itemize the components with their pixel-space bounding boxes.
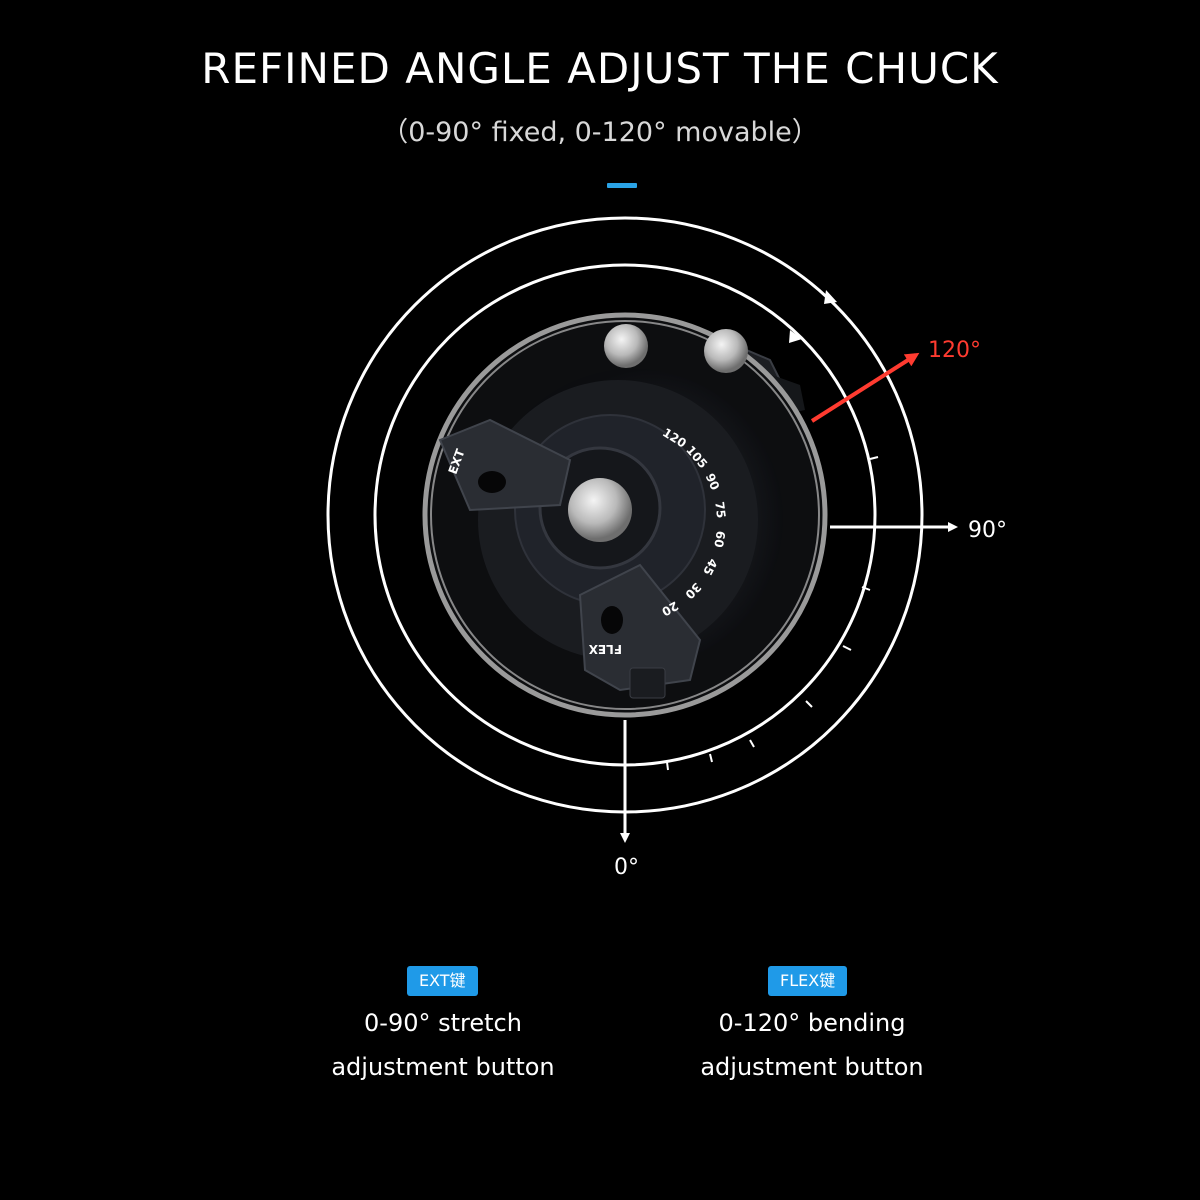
dial-number-90: 90 bbox=[703, 471, 723, 492]
ext-caption-line-2: adjustment button bbox=[331, 1053, 555, 1081]
angle-label-120: 120° bbox=[928, 338, 981, 363]
angle-label-90: 90° bbox=[968, 518, 1007, 543]
angle-ticks bbox=[666, 456, 879, 771]
outer-ring-arrow bbox=[824, 290, 837, 304]
angle-label-0: 0° bbox=[614, 855, 639, 880]
accent-divider bbox=[607, 183, 637, 188]
page-subtitle: （0-90° fixed, 0-120° movable） bbox=[381, 117, 819, 148]
flex-button-caption: 0-120° bending adjustment button bbox=[612, 1001, 1012, 1089]
ext-caption-line-1: 0-90° stretch bbox=[364, 1009, 522, 1037]
flex-caption-line-2: adjustment button bbox=[700, 1053, 924, 1081]
flex-button-badge: FLEX键 bbox=[768, 966, 848, 996]
ext-button-badge: EXT键 bbox=[407, 966, 478, 996]
middle-ring-arrow bbox=[789, 330, 802, 343]
page-title: REFINED ANGLE ADJUST THE CHUCK bbox=[201, 44, 999, 93]
chuck-device bbox=[422, 312, 828, 718]
dial-number-45: 45 bbox=[700, 556, 720, 577]
flex-caption-line-1: 0-120° bending bbox=[718, 1009, 906, 1037]
ext-button-caption: 0-90° stretch adjustment button bbox=[243, 1001, 643, 1089]
dial-number-75: 75 bbox=[712, 501, 728, 519]
flex-tab-label: FLEX bbox=[588, 642, 622, 656]
dial-number-60: 60 bbox=[711, 530, 728, 549]
axis-120-line bbox=[810, 352, 920, 423]
